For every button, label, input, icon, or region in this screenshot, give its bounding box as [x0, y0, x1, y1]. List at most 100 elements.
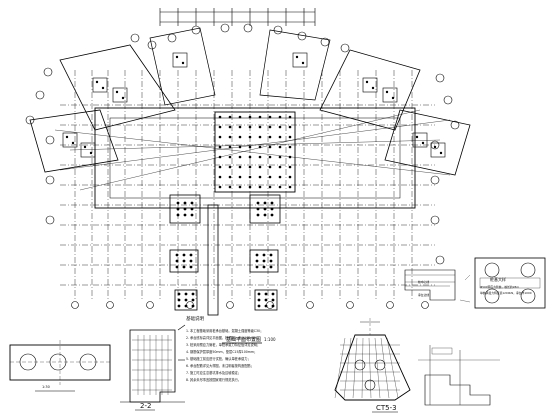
pile-dot	[228, 155, 232, 159]
pile-dot	[264, 298, 268, 302]
plan-outline-inner	[109, 117, 401, 199]
pile-dot	[268, 165, 272, 169]
foundation-plan	[25, 8, 471, 344]
pile-dot	[365, 80, 369, 84]
pile-circle-ct	[364, 379, 376, 391]
pile-dot	[191, 292, 195, 296]
plan-title: 基础平面布置图	[226, 336, 261, 343]
pile-dot	[270, 207, 274, 211]
pile-dot	[268, 135, 272, 139]
axis-bubble	[45, 135, 55, 145]
pile-dot	[184, 304, 188, 308]
pile-cap	[174, 289, 198, 311]
section-2-2-label: 2-2	[140, 402, 151, 410]
pile-dot	[183, 201, 187, 205]
pile-dot	[190, 213, 194, 217]
pile-dot	[248, 115, 252, 119]
pile-dot	[278, 175, 282, 179]
axis-bubble	[443, 95, 453, 105]
pile-dot	[191, 304, 195, 308]
pile-dot	[181, 61, 185, 65]
pile-dot	[257, 304, 261, 308]
pile-dot	[278, 115, 282, 119]
step-profile	[424, 374, 491, 406]
pile-cap-detail-right	[404, 257, 546, 309]
pile-dot	[262, 265, 266, 269]
ct5-3-rebar	[386, 337, 399, 399]
pile-cap-plan-box	[474, 257, 546, 309]
pile-dot	[101, 86, 105, 90]
pile-dot	[184, 292, 188, 296]
pile-dot	[182, 265, 186, 269]
pile-dot	[228, 185, 232, 189]
plan-scale: 1:100	[264, 337, 276, 342]
wing-pile-cap	[412, 132, 428, 148]
ct5-3-rebar	[374, 337, 381, 399]
pile-dot	[218, 155, 222, 159]
top-right-block	[259, 29, 331, 101]
pile-dot	[183, 213, 187, 217]
pile-dot	[189, 259, 193, 263]
pile-dot	[228, 125, 232, 129]
pile-dot	[288, 145, 292, 149]
axis-bubble	[147, 40, 157, 50]
pile-dot	[268, 175, 272, 179]
ct5-3-outline	[334, 334, 411, 401]
bottom-left-cap	[9, 344, 111, 381]
section-2-2-outline	[129, 329, 176, 403]
axis-bubble	[43, 67, 53, 77]
pile-dot	[228, 135, 232, 139]
pile-dot	[278, 165, 282, 169]
pile-dot	[248, 175, 252, 179]
pile-dot	[65, 135, 69, 139]
notes-line-1: 1. 本工程基础采用桩承台基础，混凝土强度等级C30；	[186, 328, 263, 333]
notes-line-3: 3. 桩采用预应力管桩，单桩承载力特征值详见说明；	[186, 342, 260, 347]
wing-pile-cap	[112, 87, 128, 103]
wing-pile-cap	[80, 142, 96, 158]
pile-circle	[484, 262, 500, 278]
pile-dot	[248, 135, 252, 139]
pile-dot	[175, 253, 179, 257]
pile-circle-ct	[354, 359, 366, 371]
pile-dot	[218, 185, 222, 189]
pile-dot	[278, 155, 282, 159]
wing-pile-cap	[172, 52, 188, 68]
pile-dot	[115, 90, 119, 94]
leader-line	[464, 274, 471, 281]
pile-dot	[258, 115, 262, 119]
pile-dot	[184, 298, 188, 302]
pile-cap	[169, 194, 201, 224]
pile-dot	[238, 175, 242, 179]
pile-dot	[258, 165, 262, 169]
axis-bubble	[340, 43, 350, 53]
pile-cap	[207, 204, 219, 316]
pile-dot	[238, 135, 242, 139]
cap-ct5-3-detail	[334, 318, 411, 413]
pile-dot	[269, 259, 273, 263]
pile-cap-beam	[479, 277, 541, 289]
pile-dot	[288, 185, 292, 189]
legend-line-1: Φ500预应力管桩，桩长约28m	[480, 285, 519, 289]
axis-bubble	[191, 25, 201, 35]
pile-dot	[218, 165, 222, 169]
wing-pile-cap	[430, 142, 446, 158]
axis-bubble	[386, 301, 394, 309]
core-pile-cap	[214, 111, 296, 193]
diagonal-beam	[59, 119, 451, 171]
axis-bubble	[35, 90, 45, 100]
pile-dot	[385, 90, 389, 94]
pile-dot	[295, 55, 299, 59]
pile-cap-section-bottom-left	[9, 340, 111, 392]
pile-dot	[177, 292, 181, 296]
axis-bubble	[146, 301, 154, 309]
step-label-box	[431, 347, 453, 355]
pile-dot	[264, 304, 268, 308]
pile-circle	[484, 288, 500, 304]
pile-dot	[255, 253, 259, 257]
pile-dot	[258, 175, 262, 179]
axis-bubble	[243, 23, 253, 33]
axis-bubble	[106, 301, 114, 309]
pile-dot	[228, 165, 232, 169]
